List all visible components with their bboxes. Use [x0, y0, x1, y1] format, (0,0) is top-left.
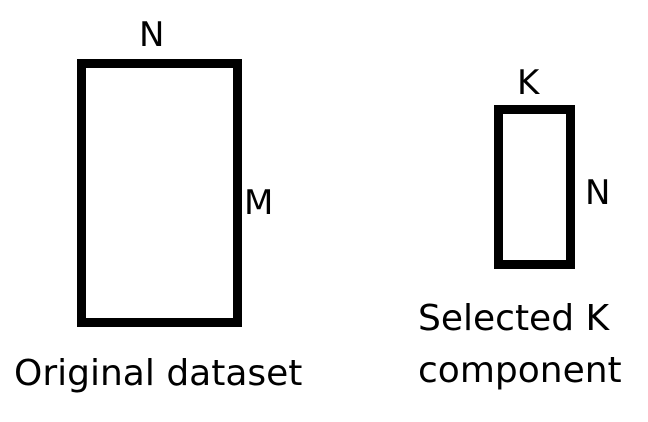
original-width-label: N [139, 15, 165, 55]
selected-component-caption-line1: Selected K [418, 298, 610, 339]
selected-height-label: N [585, 173, 611, 213]
selected-component-rectangle [494, 105, 575, 269]
original-dataset-rectangle [77, 59, 242, 327]
selected-width-label: K [517, 63, 540, 103]
selected-component-caption-line2: component [418, 350, 622, 391]
original-dataset-caption: Original dataset [14, 353, 303, 394]
original-height-label: M [244, 183, 274, 223]
